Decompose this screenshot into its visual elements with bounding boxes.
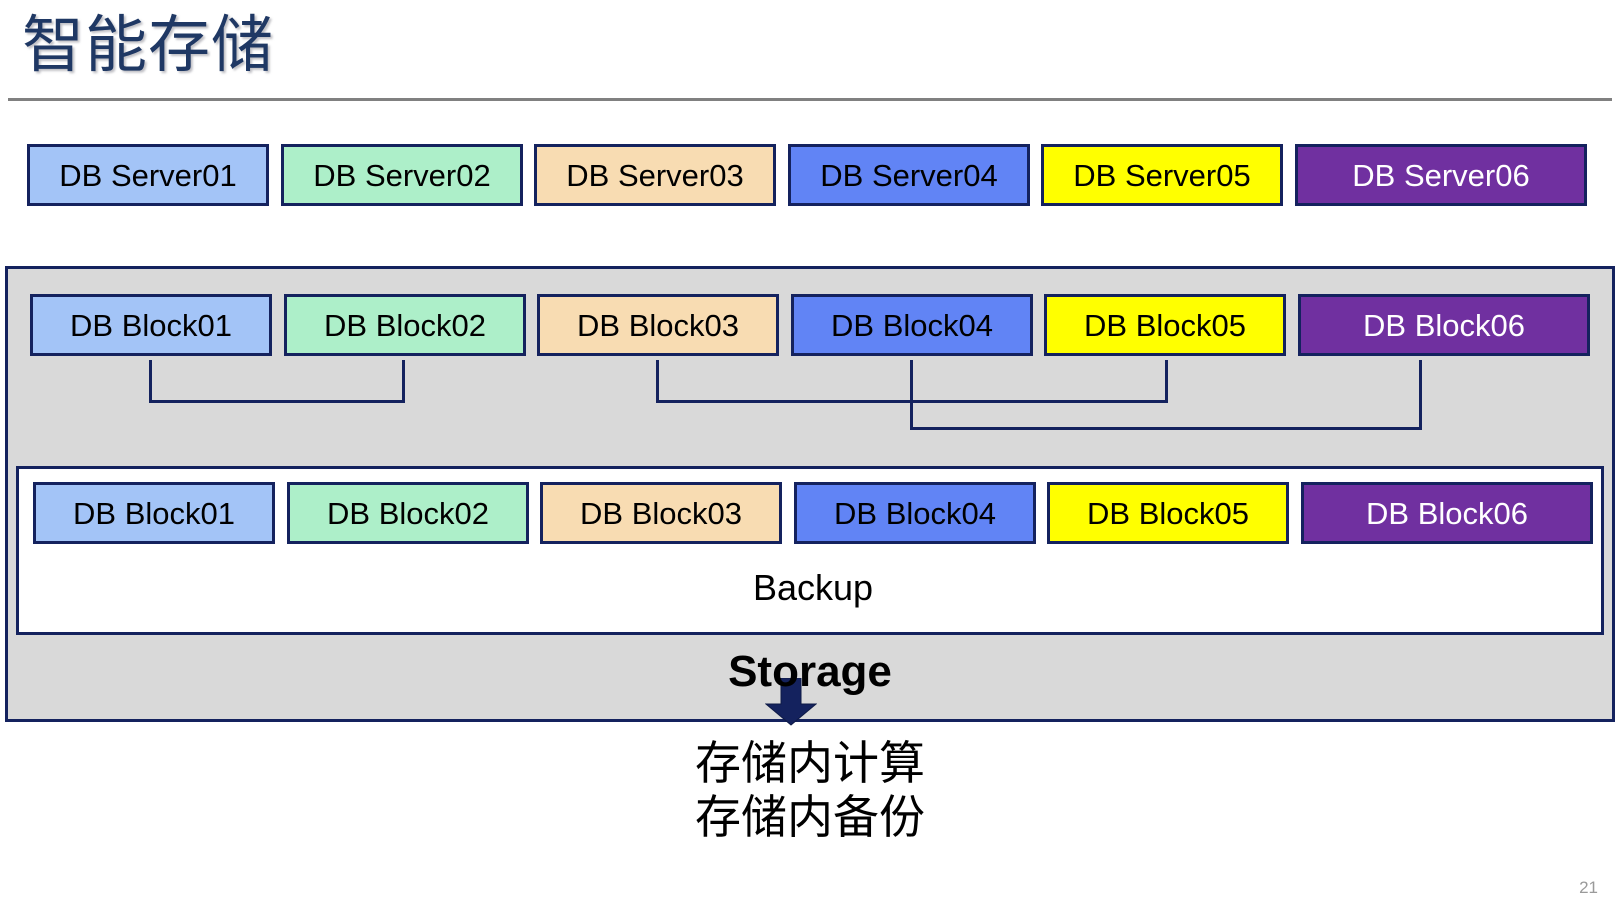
db-block-box-primary-label: DB Block02 <box>324 307 486 343</box>
db-block-box-backup-2[interactable]: DB Block02 <box>287 482 529 544</box>
caption-line-2: 存储内备份 <box>695 791 925 843</box>
caption-group: 存储内计算 存储内备份 <box>0 736 1620 844</box>
db-server-box-label: DB Server02 <box>313 157 491 193</box>
db-block-box-backup-1[interactable]: DB Block01 <box>33 482 275 544</box>
db-block-box-backup-3[interactable]: DB Block03 <box>540 482 782 544</box>
db-server-box-label: DB Server05 <box>1073 157 1251 193</box>
db-block-box-primary-3[interactable]: DB Block03 <box>537 294 779 356</box>
db-block-box-primary-1[interactable]: DB Block01 <box>30 294 272 356</box>
db-block-box-backup-6[interactable]: DB Block06 <box>1301 482 1593 544</box>
db-block-box-backup-label: DB Block04 <box>834 495 996 531</box>
page-number: 21 <box>1579 878 1598 897</box>
connector-block01-block02 <box>149 360 405 403</box>
db-block-box-primary-label: DB Block04 <box>831 307 993 343</box>
caption-line-1: 存储内计算 <box>695 737 925 789</box>
db-block-box-primary-label: DB Block06 <box>1363 307 1525 343</box>
db-server-box-1[interactable]: DB Server01 <box>27 144 269 206</box>
db-block-box-primary-4[interactable]: DB Block04 <box>791 294 1033 356</box>
db-block-box-backup-label: DB Block05 <box>1087 495 1249 531</box>
storage-label: Storage <box>728 647 892 696</box>
db-block-box-primary-label: DB Block03 <box>577 307 739 343</box>
backup-panel: DB Block01 DB Block02 DB Block03 DB Block04… <box>16 466 1604 635</box>
db-block-box-primary-label: DB Block05 <box>1084 307 1246 343</box>
db-server-box-label: DB Server06 <box>1352 157 1530 193</box>
db-block-box-backup-label: DB Block02 <box>327 495 489 531</box>
db-block-box-backup-label: DB Block03 <box>580 495 742 531</box>
db-server-box-2[interactable]: DB Server02 <box>281 144 523 206</box>
db-server-box-label: DB Server01 <box>59 157 237 193</box>
db-server-box-4[interactable]: DB Server04 <box>788 144 1030 206</box>
connector-block04-block06 <box>910 360 1422 430</box>
db-server-box-label: DB Server03 <box>566 157 744 193</box>
db-block-box-backup-5[interactable]: DB Block05 <box>1047 482 1289 544</box>
db-block-box-primary-label: DB Block01 <box>70 307 232 343</box>
db-block-box-backup-4[interactable]: DB Block04 <box>794 482 1036 544</box>
db-server-box-6[interactable]: DB Server06 <box>1295 144 1587 206</box>
db-server-box-5[interactable]: DB Server05 <box>1041 144 1283 206</box>
page-title: 智能存储 <box>22 11 275 80</box>
title-divider <box>8 98 1612 101</box>
db-block-box-primary-2[interactable]: DB Block02 <box>284 294 526 356</box>
down-arrow-icon <box>764 677 818 726</box>
db-block-box-primary-5[interactable]: DB Block05 <box>1044 294 1286 356</box>
db-block-box-backup-label: DB Block01 <box>73 495 235 531</box>
db-server-box-3[interactable]: DB Server03 <box>534 144 776 206</box>
backup-label: Backup <box>752 567 874 608</box>
storage-container: DB Block01 DB Block02 DB Block03 DB Block04… <box>5 266 1615 726</box>
db-block-box-backup-label: DB Block06 <box>1366 495 1528 531</box>
db-block-box-primary-6[interactable]: DB Block06 <box>1298 294 1590 356</box>
db-server-box-label: DB Server04 <box>820 157 998 193</box>
